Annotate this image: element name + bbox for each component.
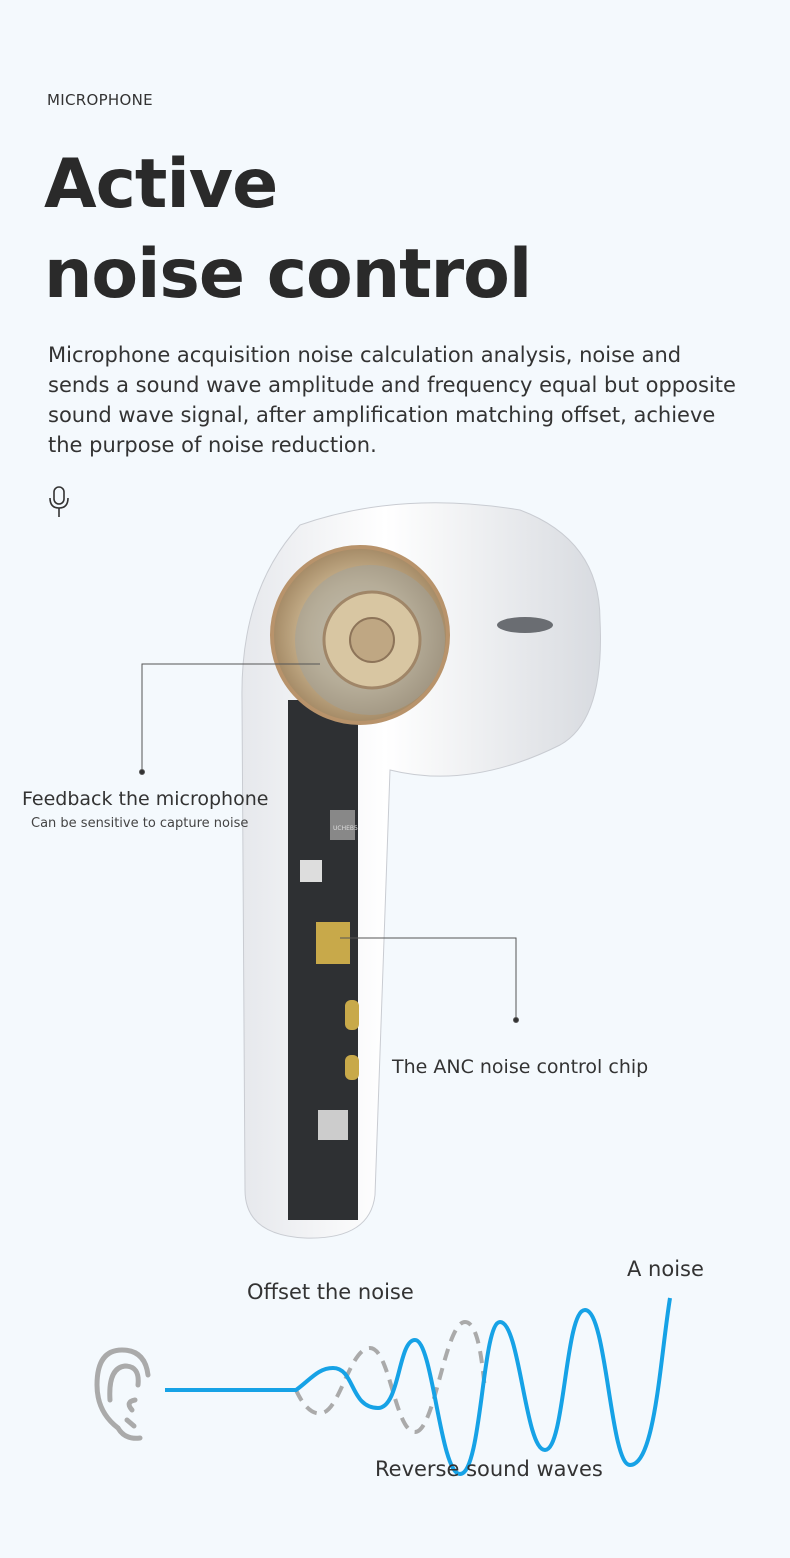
reverse-sound-wave: [294, 1319, 487, 1435]
callout-lines: [139, 663, 519, 1023]
anc-chip-label: The ANC noise control chip: [392, 1056, 649, 1078]
a-noise-label: A noise: [627, 1257, 704, 1281]
reverse-waves-label: Reverse sound waves: [375, 1457, 603, 1481]
ear-icon: [94, 1347, 151, 1441]
microphone-icon: [49, 486, 69, 517]
earbud-image: UCHEB5: [241, 502, 601, 1239]
section-eyebrow: MICROPHONE: [47, 91, 153, 109]
title-line-1: Active: [44, 145, 278, 224]
description: Microphone acquisition noise calculation…: [48, 343, 736, 457]
chip-marking: UCHEB5: [333, 825, 358, 832]
feedback-mic-sublabel: Can be sensitive to capture noise: [31, 816, 249, 831]
offset-noise-label: Offset the noise: [247, 1280, 414, 1304]
noise-wave: [165, 1297, 672, 1477]
feedback-mic-label: Feedback the microphone: [22, 788, 269, 810]
page-title: Active noise control: [44, 140, 532, 320]
title-line-2: noise control: [44, 235, 532, 314]
